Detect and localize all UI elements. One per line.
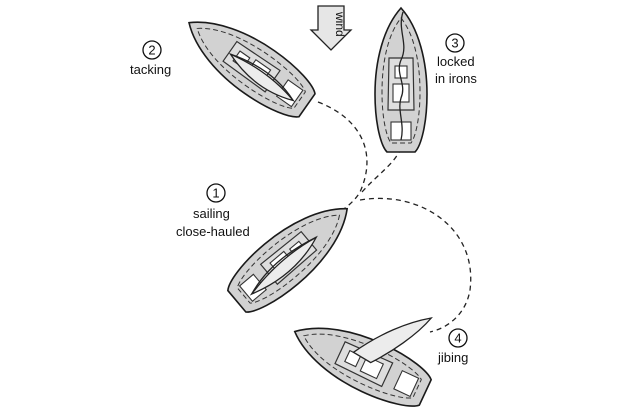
step-number-3: 3 [451, 36, 458, 51]
label-close-hauled-line1: sailing [193, 206, 230, 221]
course-path-jibe [359, 197, 472, 333]
label-jibing-line1: jibing [437, 350, 468, 365]
label-tacking: 2 tacking [130, 40, 171, 77]
label-jibing: 4 jibing [437, 328, 468, 365]
boat-in-irons [374, 7, 428, 153]
boat-jibing [282, 307, 438, 417]
wind-arrow: wind [309, 5, 353, 51]
label-in-irons-line2: in irons [435, 71, 477, 86]
boat-close-hauled [219, 188, 365, 322]
step-number-2: 2 [148, 43, 155, 58]
label-close-hauled: 1 sailing close-hauled [176, 183, 250, 239]
course-path-to-irons [361, 149, 401, 193]
label-tacking-line1: tacking [130, 62, 171, 77]
boat-tacking [173, 0, 323, 128]
course-path [299, 101, 368, 227]
step-number-4: 4 [454, 331, 461, 346]
wind-label: wind [333, 11, 347, 37]
step-number-1: 1 [212, 186, 219, 201]
label-in-irons: 3 locked in irons [435, 33, 477, 86]
label-close-hauled-line2: close-hauled [176, 224, 250, 239]
label-in-irons-line1: locked [437, 54, 475, 69]
